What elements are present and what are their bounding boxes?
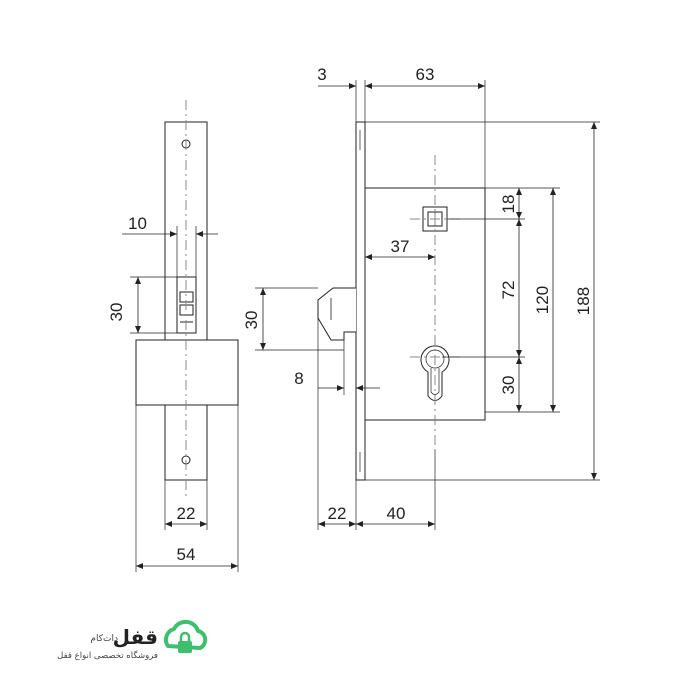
dim-centers: 72 [499,281,518,300]
front-lock-body [135,339,239,406]
lock-cloud-icon [163,619,208,653]
dim-latch-throw: 22 [328,504,347,523]
dim-latch-height: 30 [242,311,261,330]
dim-backset-spindle: 37 [391,237,410,256]
dim-bolt-height: 30 [107,303,126,322]
dim-cylinder-bottom: 30 [499,376,518,395]
front-view [122,100,239,572]
side-faceplate [355,121,366,481]
side-cylinder-hole [420,345,450,401]
dim-spindle-top: 18 [499,195,518,214]
brand-name: قفل [113,625,158,649]
side-view [255,80,600,530]
dim-faceplate-height: 188 [574,287,593,315]
side-latch-bolt [317,287,356,341]
dim-body-width: 54 [177,545,196,564]
dim-latch-offset: 8 [294,369,303,388]
side-lock-case [364,187,486,421]
brand-suffix: دات‌کام [90,634,118,644]
dim-faceplate-thickness: 3 [317,65,326,84]
brand-logo: قفل دات‌کام فروشگاه تخصصی انواع قفل [57,619,208,661]
brand-tagline: فروشگاه تخصصی انواع قفل [57,650,158,661]
dim-backset: 40 [387,504,406,523]
dim-bolt-width: 10 [128,214,147,233]
dim-faceplate-width: 22 [177,504,196,523]
dim-body-height: 120 [533,286,552,314]
dim-body-depth: 63 [416,65,435,84]
